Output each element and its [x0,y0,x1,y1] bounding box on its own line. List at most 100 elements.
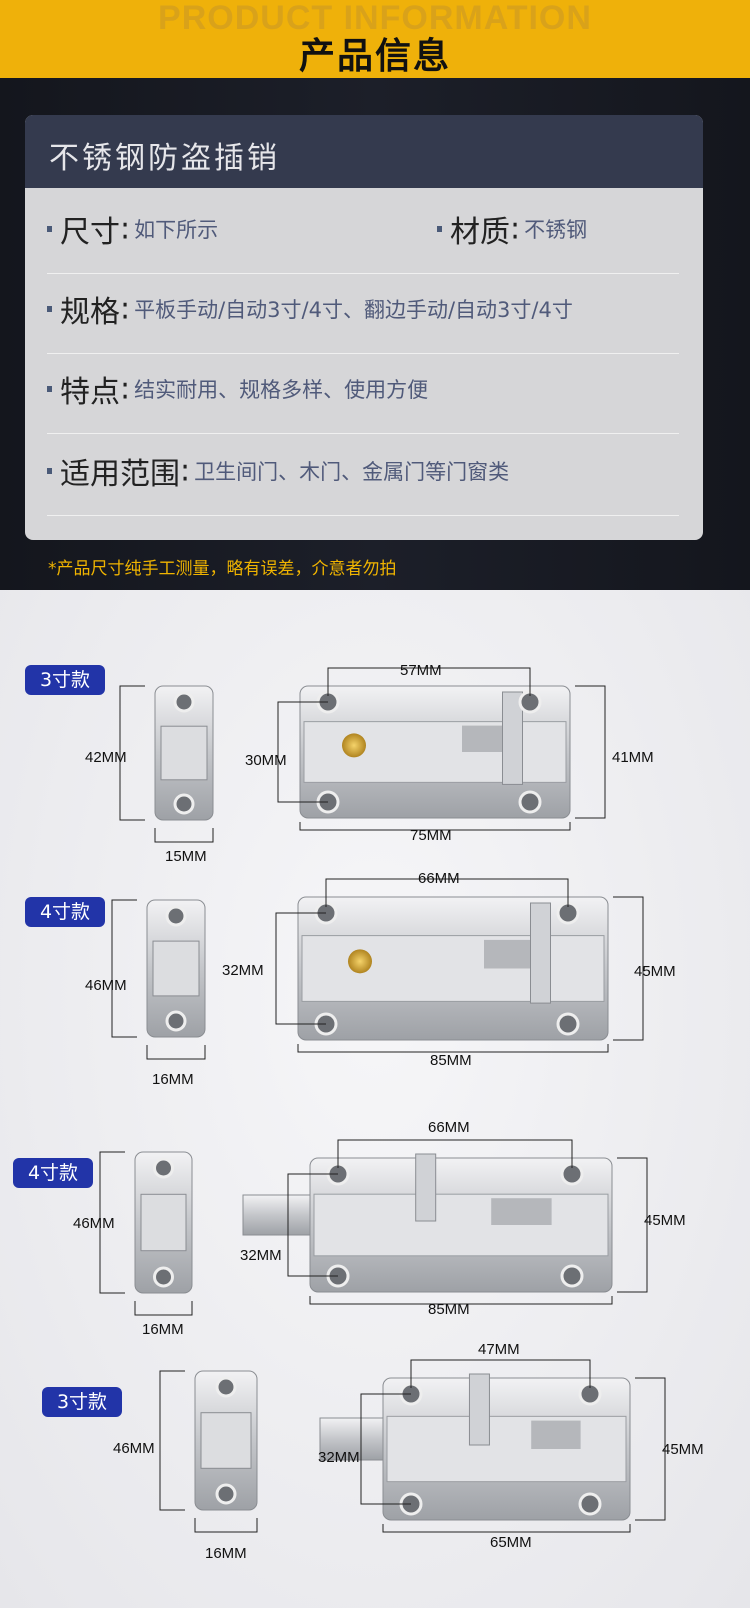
dimension-label-plate-height: 45MM [634,963,676,980]
colon: : [120,211,131,247]
dimension-label-keeper-height: 46MM [85,977,127,994]
material-field: 材质:不锈钢 [437,207,587,251]
dimension-line [287,1173,338,1277]
dimension-line [154,828,214,843]
size-badge: 3寸款 [42,1387,122,1417]
dimension-line [325,878,569,907]
dimension-label-keeper-height: 46MM [73,1215,115,1232]
dimension-label-hole-spacing: 47MM [478,1341,520,1358]
row-size: 尺寸:如下所示 材质:不锈钢 [47,207,679,274]
brass-knob [342,733,366,758]
keeper-loop [160,725,208,781]
colon: : [510,211,521,247]
bullet-icon [47,306,52,312]
product-name: 不锈钢防盗插销 [25,115,703,188]
row-features: 特点:结实耐用、规格多样、使用方便 [47,367,679,434]
dimension-label-keeper-height: 46MM [113,1440,155,1457]
dimension-label-inner-height: 30MM [245,752,287,769]
screw-hole-icon [560,1264,584,1288]
screw-hole-icon [215,1483,237,1505]
dimension-label-keeper-width: 16MM [205,1545,247,1562]
screw-hole-icon [518,790,542,814]
dimension-label-hole-spacing: 66MM [428,1119,470,1136]
row-key: 特点 [60,375,120,410]
dimension-line [146,1045,206,1060]
screw-hole-icon [173,691,195,713]
row-value: 卫生间门、木门、金属门等门窗类 [194,460,510,484]
size-badge: 3寸款 [25,665,105,695]
latch-handle [415,1153,437,1222]
header-title: 产品信息 [298,36,451,77]
dimension-line [134,1301,193,1316]
size-badge: 4寸款 [13,1158,93,1188]
dimension-label-hole-spacing: 66MM [418,870,460,887]
dimension-line [99,1151,125,1294]
latch-channel [386,1415,627,1483]
keeper-loop [140,1193,187,1252]
colon: : [120,371,131,407]
row-value: 不锈钢 [524,218,588,242]
dimension-line [119,685,145,821]
dimension-line [111,899,137,1038]
row-key: 材质 [450,215,510,250]
product-info-card: 不锈钢防盗插销 尺寸:如下所示 材质:不锈钢 规格:平板手动/自动3寸/4寸、翻… [25,115,703,540]
latch-slot [491,1198,552,1225]
dimension-line [299,822,571,831]
screw-hole-icon [556,1012,580,1036]
dimension-label-plate-length: 85MM [430,1052,472,1069]
row-value: 如下所示 [134,218,219,242]
dimension-line [410,1359,591,1388]
dimension-line [617,1157,648,1293]
latch-slot [531,1420,581,1449]
latch-channel [313,1193,609,1257]
latch-handle [468,1373,490,1446]
dimension-line [277,701,328,803]
section-header: PRODUCT INFORMATION 产品信息 [0,0,750,78]
bullet-icon [47,386,52,392]
row-value: 平板手动/自动3寸/4寸、翻边手动/自动3寸/4寸 [134,298,573,322]
row-key: 适用范围 [60,457,180,492]
header-watermark: PRODUCT INFORMATION [158,0,592,37]
row-value: 结实耐用、规格多样、使用方便 [134,378,429,402]
screw-hole-icon [215,1376,237,1398]
dimension-label-hole-spacing: 57MM [400,662,442,679]
screw-hole-icon [173,793,195,815]
dimension-label-plate-height: 45MM [662,1441,704,1458]
screw-hole-icon [578,1492,602,1516]
dimension-label-keeper-width: 16MM [152,1071,194,1088]
bullet-icon [47,226,52,232]
row-key: 尺寸 [60,215,120,250]
dimension-label-inner-height: 32MM [222,962,264,979]
dimension-line [297,1044,609,1053]
latch-handle [530,902,551,1004]
latch-channel [301,935,605,1002]
screw-hole-icon [165,1010,187,1032]
colon: : [120,291,131,327]
dimension-line [275,912,326,1025]
dimension-label-plate-height: 41MM [612,749,654,766]
keeper-loop [200,1412,252,1469]
dimension-line [159,1370,185,1511]
screw-hole-icon [153,1266,174,1288]
dimension-label-plate-height: 45MM [644,1212,686,1229]
row-spec: 规格:平板手动/自动3寸/4寸、翻边手动/自动3寸/4寸 [47,287,679,354]
latch-handle [502,691,523,785]
dimension-label-keeper-height: 42MM [85,749,127,766]
dimension-label-inner-height: 32MM [240,1247,282,1264]
dimension-line [613,896,644,1041]
bullet-icon [47,468,52,474]
latch-channel [303,721,567,783]
dimension-line [194,1518,258,1533]
measurement-note: *产品尺寸纯手工测量，略有误差，介意者勿拍 [48,559,397,579]
screw-hole-icon [153,1157,174,1179]
dimension-label-plate-length: 85MM [428,1301,470,1318]
dimension-line [327,667,531,696]
row-key: 规格 [60,295,120,330]
dimension-label-plate-length: 75MM [410,827,452,844]
dimension-label-keeper-width: 15MM [165,848,207,865]
bullet-icon [437,226,442,232]
dimension-line [360,1393,411,1505]
colon: : [180,453,191,489]
size-badge: 4寸款 [25,897,105,927]
